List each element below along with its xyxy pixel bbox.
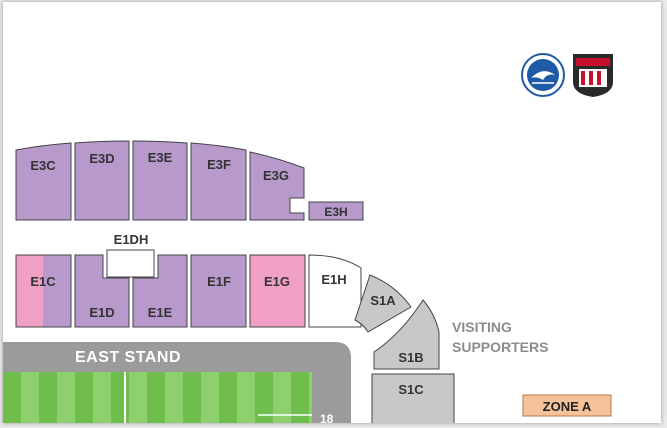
block-e3e[interactable]: E3E	[132, 140, 188, 221]
stadium-seating-map: E3C E3D E3E E3F E3G E3H E1C	[3, 2, 661, 423]
visiting-supporters-label: VISITING SUPPORTERS	[452, 319, 548, 355]
block-e1e-label: E1E	[148, 305, 173, 320]
zone-a-badge: ZONE A	[522, 394, 612, 417]
block-e1f[interactable]: E1F	[190, 254, 247, 328]
block-s1c-label: S1C	[398, 382, 424, 397]
seating-map-canvas: E3C E3D E3E E3F E3G E3H E1C	[3, 53, 613, 423]
east-stand-bar: EAST STAND	[3, 342, 351, 423]
block-e3d[interactable]: E3D	[74, 140, 130, 221]
block-s1a[interactable]: S1A	[354, 274, 412, 333]
block-e1e[interactable]: E1E	[132, 254, 188, 328]
block-e3c[interactable]: E3C	[15, 142, 72, 221]
lower-tier: E1C E1D E1E E1DH E1F E1G E1H	[15, 232, 362, 328]
block-s1b-label: S1B	[398, 350, 423, 365]
upper-tier: E3C E3D E3E E3F E3G E3H	[15, 140, 364, 221]
block-e1c[interactable]: E1C	[15, 254, 72, 328]
block-e1h[interactable]: E1H	[308, 254, 362, 328]
block-e3f-label: E3F	[207, 157, 231, 172]
block-s1a-label: S1A	[370, 293, 396, 308]
block-e3c-label: E3C	[30, 158, 56, 173]
block-e3d-label: E3D	[89, 151, 114, 166]
south-stand: S1A S1B S1C	[354, 274, 455, 423]
east-stand-label: EAST STAND	[75, 349, 181, 366]
block-e1c-label: E1C	[30, 274, 56, 289]
block-e3f[interactable]: E3F	[190, 142, 247, 221]
block-e1g[interactable]: E1G	[249, 254, 306, 328]
block-e1f-label: E1F	[207, 274, 231, 289]
block-e3h-label: E3H	[324, 205, 347, 219]
block-e1g-label: E1G	[264, 274, 290, 289]
brentford-crest-icon	[573, 54, 613, 97]
zone-a-label: ZONE A	[543, 399, 592, 414]
block-e3g-label: E3G	[263, 168, 289, 183]
block-e3e-label: E3E	[148, 150, 173, 165]
block-s1c[interactable]: S1C	[371, 373, 455, 423]
pitch-marking: 18	[320, 412, 334, 423]
block-e3h[interactable]: E3H	[308, 201, 364, 221]
block-e1d-label: E1D	[89, 305, 114, 320]
visiting-line-2: SUPPORTERS	[452, 339, 548, 355]
brighton-crest-icon	[521, 53, 565, 97]
block-e1h-label: E1H	[321, 272, 346, 287]
block-e1dh[interactable]: E1DH	[106, 232, 155, 278]
block-e3g[interactable]: E3G	[249, 151, 305, 221]
pitch: 18	[3, 372, 334, 423]
block-s1b[interactable]: S1B	[373, 299, 440, 370]
block-e1dh-label: E1DH	[114, 232, 149, 247]
block-e1d[interactable]: E1D	[74, 254, 130, 328]
visiting-line-1: VISITING	[452, 319, 512, 335]
